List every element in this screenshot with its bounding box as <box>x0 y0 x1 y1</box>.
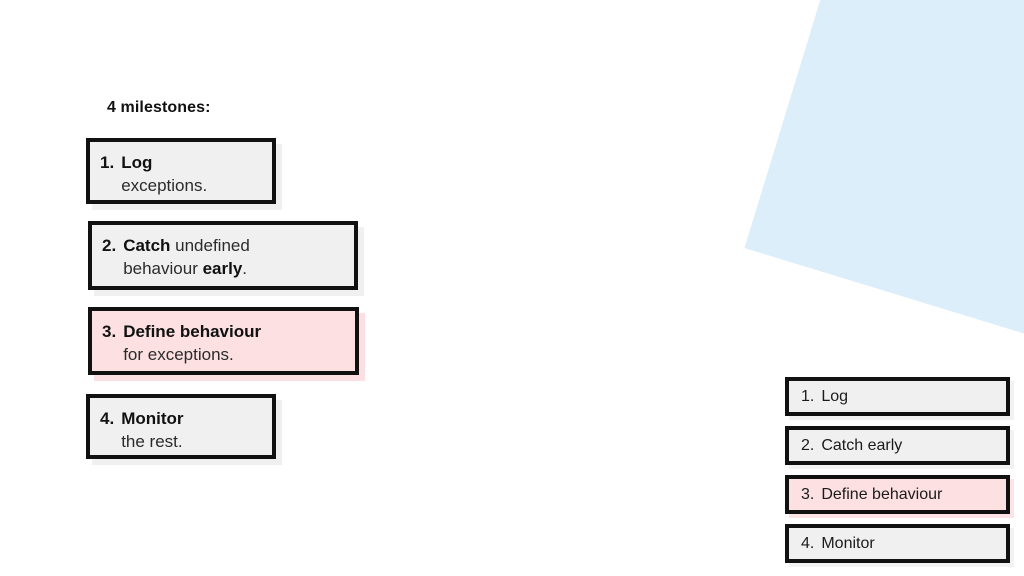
summary-item-1[interactable]: 1. Log <box>785 377 1010 416</box>
milestone-number: 2. <box>102 236 117 255</box>
milestone-text: Define behaviour for exceptions. <box>123 320 261 367</box>
summary-item-2[interactable]: 2. Catch early <box>785 426 1010 465</box>
milestone-detail-emphasis: early <box>202 259 243 279</box>
milestone-detail: for exceptions. <box>123 345 234 365</box>
milestone-number: 4. <box>100 409 115 428</box>
milestone-detail-suffix: . <box>242 259 248 279</box>
milestone-title: Catch <box>123 236 171 255</box>
milestone-text: Catch undefined behaviour early. <box>123 234 250 281</box>
summary-number: 1. <box>801 387 815 405</box>
milestone-number: 1. <box>100 153 115 172</box>
milestone-text: Monitor the rest. <box>121 407 183 454</box>
milestone-title: Define behaviour <box>123 322 262 341</box>
summary-label: Catch early <box>821 436 903 454</box>
summary-item-3[interactable]: 3. Define behaviour <box>785 475 1010 514</box>
summary-label: Log <box>821 387 849 405</box>
milestone-number: 3. <box>102 322 117 341</box>
milestone-detail-prefix: undefined <box>170 236 250 255</box>
milestone-card-2[interactable]: 2. Catch undefined behaviour early. <box>88 221 358 290</box>
summary-label: Monitor <box>821 534 875 552</box>
milestone-title: Log <box>121 153 153 172</box>
milestone-text: Log exceptions. <box>121 151 207 198</box>
page-title: 4 milestones: <box>107 99 211 116</box>
milestone-detail: the rest. <box>121 432 183 452</box>
summary-item-4[interactable]: 4. Monitor <box>785 524 1010 563</box>
milestone-card-1[interactable]: 1. Log exceptions. <box>86 138 276 204</box>
summary-label: Define behaviour <box>821 485 943 503</box>
milestone-card-3[interactable]: 3. Define behaviour for exceptions. <box>88 307 359 375</box>
summary-number: 2. <box>801 436 815 454</box>
decorative-blue-panel <box>744 0 1024 371</box>
milestone-detail-line2: behaviour <box>123 259 203 279</box>
summary-number: 3. <box>801 485 815 503</box>
milestone-title: Monitor <box>121 409 184 428</box>
summary-number: 4. <box>801 534 815 552</box>
milestone-detail: exceptions. <box>121 176 208 196</box>
milestone-card-4[interactable]: 4. Monitor the rest. <box>86 394 276 459</box>
